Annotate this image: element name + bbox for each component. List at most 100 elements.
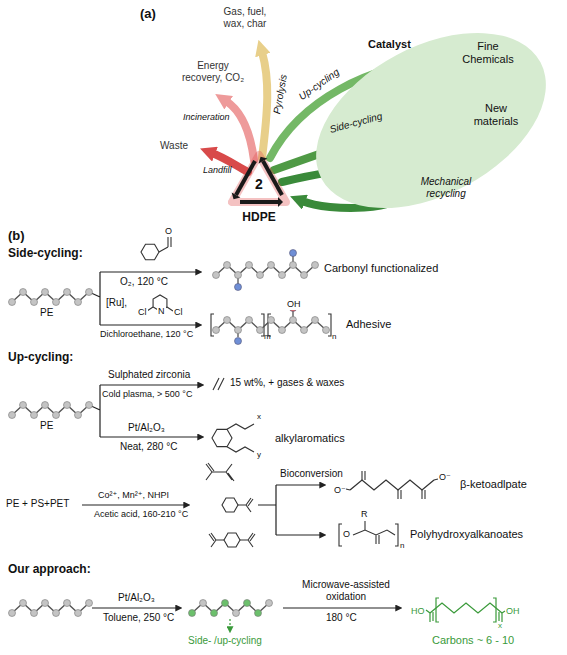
annotation-text: Neat, 280 °C — [120, 441, 177, 453]
section-heading: Up-cycling: — [8, 350, 73, 364]
carbon-atom — [255, 610, 262, 617]
carbon-atom — [9, 610, 16, 617]
annotation-text: 15 wt%, + gases & waxes — [230, 377, 344, 389]
carbon-atom — [42, 289, 49, 296]
oxygen-atom — [235, 338, 242, 345]
annotation-text: PE + PS+PET — [6, 498, 69, 510]
region-title: Catalyst — [368, 38, 411, 51]
annotation-text: alkylaromatics — [275, 432, 345, 445]
carbon-atom — [86, 289, 93, 296]
carbon-atom — [31, 412, 38, 419]
carbon-atom — [244, 600, 251, 607]
annotation-text: Fine Chemicals — [456, 40, 520, 66]
resin-name: HDPE — [242, 210, 275, 224]
carbon-atom — [224, 317, 231, 324]
carbon-atom — [64, 600, 71, 607]
carbon-atom — [211, 610, 218, 617]
carbon-atom — [53, 610, 60, 617]
annotation-text: O — [164, 226, 173, 237]
carbon-atom — [20, 289, 27, 296]
annotation-text: Dichloroethane, 120 °C — [100, 329, 193, 340]
annotation-text: n — [400, 541, 404, 551]
oxygen-atom — [235, 284, 242, 291]
carbon-atom — [213, 272, 220, 279]
annotation-text: Adhesive — [346, 318, 391, 331]
chain-molecule — [9, 289, 93, 306]
chain-backbone — [350, 480, 434, 490]
section-heading: (a) — [140, 6, 156, 22]
carbon-atom — [53, 412, 60, 419]
chain-backbone — [430, 603, 502, 613]
annotation-text: x — [498, 621, 502, 631]
annotation-text: Cl — [173, 307, 184, 318]
annotation-text: R — [361, 509, 368, 520]
diacid-bonds — [426, 598, 505, 622]
carbon-atom — [86, 600, 93, 607]
generated-chains — [9, 244, 503, 616]
annotation-text: O⁻ — [334, 485, 346, 496]
carbon-atom — [235, 327, 242, 334]
carbon-atom — [53, 299, 60, 306]
carbon-atom — [233, 610, 240, 617]
chain-molecule — [9, 600, 93, 617]
annotation-text: Toluene, 250 °C — [103, 612, 174, 624]
annotation-text: O₂, 120 °C — [120, 276, 168, 288]
carbon-atom — [222, 600, 229, 607]
carbon-atom — [290, 317, 297, 324]
carbon-atom — [323, 327, 330, 334]
carbon-atom — [246, 317, 253, 324]
carbon-atom — [268, 317, 275, 324]
chain-molecule — [9, 402, 93, 419]
annotation-text: Polyhydroxyalkanoates — [410, 528, 523, 541]
annotation-text: Waste — [160, 140, 188, 152]
recycling-symbol: 2HDPE — [228, 150, 290, 228]
carbon-atom — [75, 299, 82, 306]
pathway-label: Landfill — [203, 165, 232, 176]
carbon-atom — [42, 600, 49, 607]
chain-molecule — [189, 600, 273, 617]
annotation-text: y — [257, 450, 261, 460]
annotation-text: PE — [40, 307, 53, 319]
carbon-atom — [290, 262, 297, 269]
carbon-atom — [213, 327, 220, 334]
reaction-arrows — [82, 272, 396, 627]
annotation-text: n — [332, 332, 336, 342]
carbon-atom — [279, 327, 286, 334]
section-heading: (b) — [8, 228, 25, 244]
annotation-text: Energy recovery, CO₂ — [176, 60, 250, 84]
annotation-text: New materials — [464, 102, 528, 128]
carbon-atom — [246, 262, 253, 269]
benzene-ring — [212, 429, 232, 446]
annotation-text: O — [343, 529, 350, 540]
pyrolysis-ribbon — [262, 52, 267, 158]
annotation-text: β-ketoadlpate — [460, 478, 527, 491]
carbon-atom — [64, 402, 71, 409]
annotation-text: HO — [411, 606, 425, 617]
benzene-ring — [222, 498, 238, 512]
carbon-atom — [235, 272, 242, 279]
carbon-atom — [257, 327, 264, 334]
oxygen-atom — [290, 250, 297, 257]
carbon-atom — [312, 262, 319, 269]
annotation-text: Pt/Al₂O₃ — [118, 592, 155, 604]
section-heading: Our approach: — [8, 562, 91, 576]
annotation-text: Pt/Al₂O₃ — [128, 422, 165, 434]
section-heading: Side-cycling: — [8, 246, 83, 260]
incineration-ribbon — [226, 101, 254, 160]
carbon-atom — [189, 610, 196, 617]
chain-molecule — [430, 603, 502, 613]
pathway-label: Up-cycling — [297, 66, 342, 103]
carbon-atom — [31, 299, 38, 306]
chain-molecule — [213, 317, 330, 334]
benzene-ring — [224, 533, 240, 547]
annotation-text: 180 °C — [326, 612, 357, 624]
annotation-text: Sulphated zirconia — [108, 369, 190, 381]
resin-code: 2 — [255, 176, 263, 193]
annotation-text: N — [157, 306, 166, 317]
carbon-atom — [312, 317, 319, 324]
annotation-text: OH — [506, 606, 520, 617]
annotation-text: Side- /up-cycling — [188, 635, 262, 647]
pathway-label: Incineration — [183, 112, 230, 123]
benzene-ring — [141, 244, 159, 260]
